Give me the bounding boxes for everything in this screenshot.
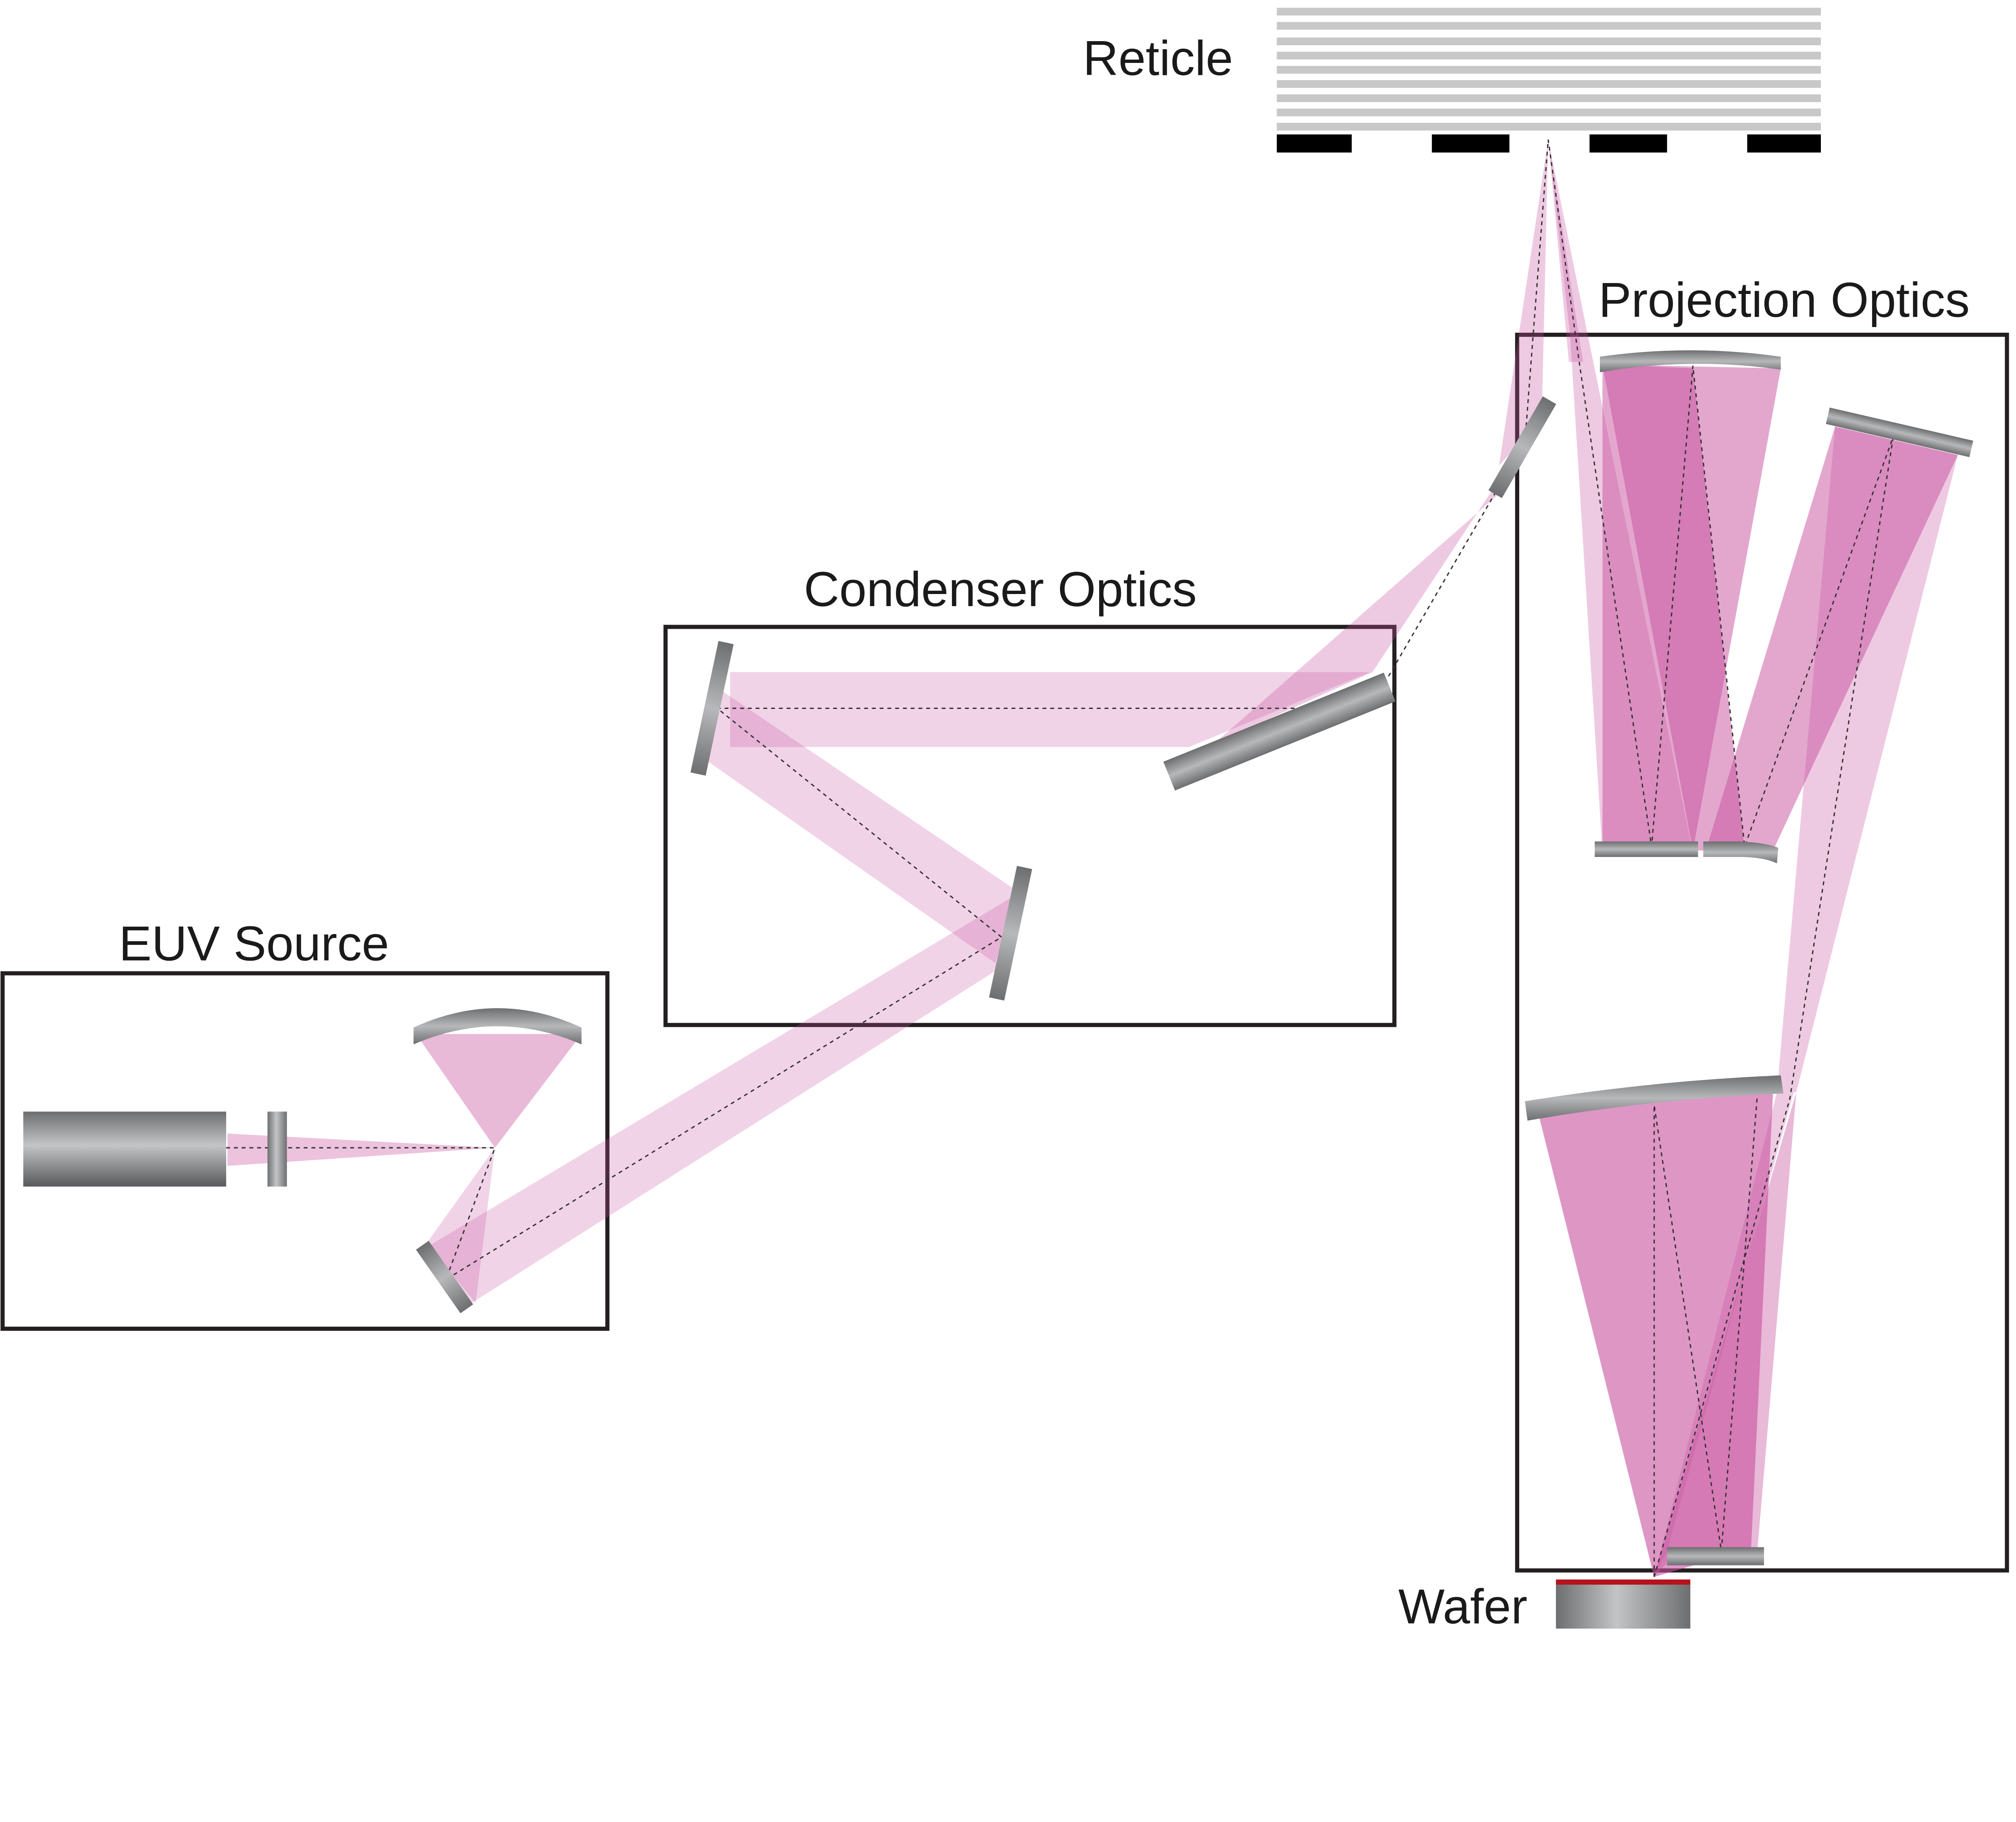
condenser-optics-label: Condenser Optics	[804, 562, 1197, 617]
projection-mirror-2	[1826, 407, 1973, 457]
euv-source-label: EUV Source	[119, 916, 389, 971]
projection-mirror-6	[1667, 1547, 1764, 1566]
condenser-mirror-3	[1163, 672, 1395, 791]
projection-mirror-4	[1703, 841, 1779, 864]
collector-mirror	[413, 1008, 582, 1044]
chief-ray	[226, 139, 1894, 1577]
condenser-optics-box	[663, 625, 1397, 1027]
euv-lithography-diagram: Reticle EUV Source Condenser Optics Proj…	[0, 8, 2009, 1630]
wafer-label: Wafer	[1398, 1579, 1527, 1630]
euv-source-box	[0, 971, 610, 1331]
wafer-stage	[1556, 1584, 1691, 1629]
wafer-layer	[1556, 1579, 1691, 1585]
projection-mirror-3	[1595, 841, 1698, 857]
condenser-mirror-2	[989, 866, 1032, 1001]
projection-mirror-1	[1599, 350, 1781, 373]
spectral-filter	[267, 1111, 287, 1187]
projection-mirror-5	[1525, 1075, 1784, 1121]
reticle-label: Reticle	[1083, 31, 1233, 85]
euv-beam-path	[227, 140, 1958, 1577]
reticle-fold-mirror	[1488, 396, 1556, 498]
condenser-mirror-1	[690, 641, 734, 776]
source-fold-mirror	[416, 1240, 473, 1313]
diagram-canvas: Reticle EUV Source Condenser Optics Proj…	[0, 8, 2009, 1630]
projection-optics-label: Projection Optics	[1599, 272, 1970, 327]
reticle	[1277, 8, 1821, 153]
euv-laser-source	[23, 1111, 226, 1187]
projection-optics-box	[1515, 332, 2009, 1573]
